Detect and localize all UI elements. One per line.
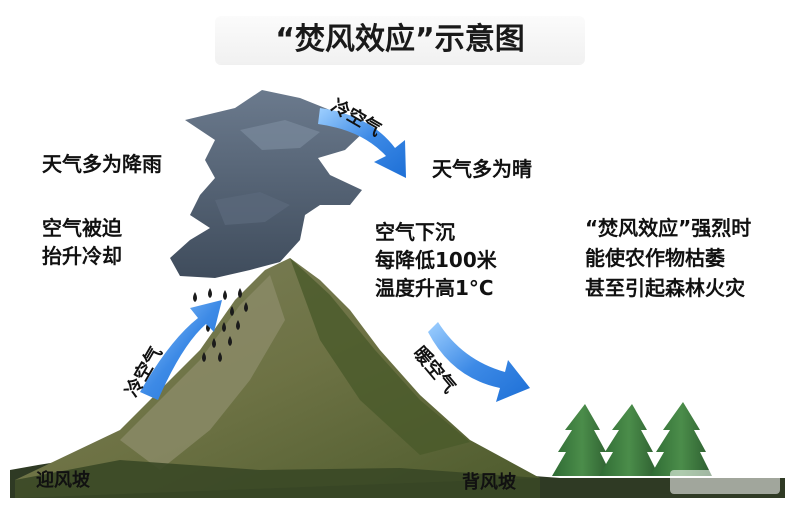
leeward-weather-label: 天气多为晴 — [432, 157, 532, 181]
windward-weather-label: 天气多为降雨 — [42, 152, 162, 176]
page-title: “焚风效应”示意图 — [215, 16, 585, 64]
windward-process-line1: 空气被迫 — [42, 216, 122, 240]
watermark-area — [670, 470, 780, 494]
leeward-process-line3: 温度升高1°C — [375, 276, 494, 300]
tree-2 — [599, 404, 659, 476]
mountain-face-right — [290, 258, 470, 455]
leeward-process-line2: 每降低100米 — [375, 248, 497, 272]
windward-process-line2: 抬升冷却 — [42, 244, 122, 268]
tree-1 — [552, 404, 612, 476]
mountain-base-dark — [15, 460, 540, 498]
effect-line1: “焚风效应”强烈时 — [585, 216, 752, 240]
mountain-face-left — [120, 275, 285, 470]
leeward-slope-label: 背风坡 — [462, 472, 516, 493]
windward-slope-label: 迎风坡 — [36, 470, 90, 491]
windward-air-arrow — [140, 300, 222, 400]
effect-line3: 甚至引起森林火灾 — [585, 276, 745, 300]
leeward-process-line1: 空气下沉 — [375, 220, 455, 244]
rain-cloud — [170, 90, 368, 278]
tree-3 — [650, 402, 712, 476]
forest-trees — [552, 402, 712, 476]
summit-air-arrow — [318, 108, 406, 178]
leeward-air-arrow — [428, 322, 530, 402]
effect-line2: 能使农作物枯萎 — [585, 246, 725, 270]
